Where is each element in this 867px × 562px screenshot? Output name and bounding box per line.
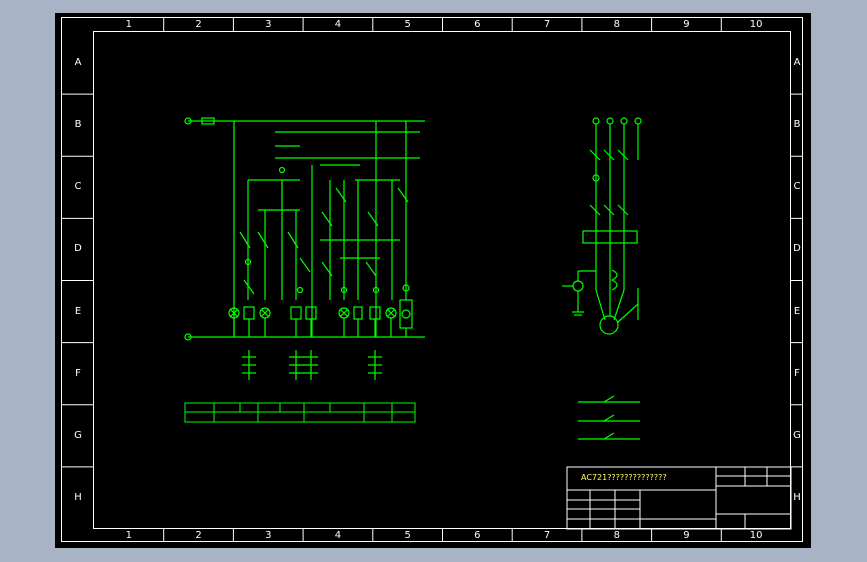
- row-label-left: D: [74, 243, 82, 255]
- column-label-bottom: 4: [334, 530, 342, 541]
- column-label-top: 7: [543, 19, 551, 30]
- row-label-right: F: [794, 367, 800, 379]
- row-label-left: E: [74, 305, 82, 317]
- column-label-bottom: 5: [404, 530, 411, 541]
- title-block: [566, 466, 792, 530]
- row-label-left: G: [74, 429, 82, 441]
- column-label-bottom: 6: [474, 530, 481, 541]
- function-table: [184, 402, 416, 423]
- column-label-bottom: 9: [683, 530, 690, 541]
- column-label-bottom: 3: [265, 530, 272, 541]
- row-label-right: E: [793, 305, 801, 317]
- power-circuit: [562, 117, 642, 440]
- column-label-bottom: 8: [613, 530, 620, 541]
- column-label-top: 2: [195, 19, 202, 30]
- column-label-top: 4: [334, 19, 342, 30]
- column-label-top: 1: [125, 19, 133, 30]
- column-label-bottom: 7: [543, 530, 551, 541]
- row-label-right: A: [793, 57, 801, 69]
- row-label-right: D: [793, 243, 801, 255]
- row-label-right: H: [793, 491, 801, 503]
- row-label-left: C: [74, 181, 82, 193]
- column-label-top: 10: [749, 19, 763, 30]
- row-label-right: G: [793, 429, 801, 441]
- row-label-left: B: [74, 119, 82, 131]
- outer-frame: [61, 17, 803, 542]
- column-label-top: 6: [474, 19, 481, 30]
- column-label-bottom: 1: [125, 530, 133, 541]
- row-label-left: H: [74, 491, 82, 503]
- column-label-top: 3: [265, 19, 272, 30]
- drawing-title: AC721??????????????: [581, 473, 667, 482]
- column-label-bottom: 2: [195, 530, 202, 541]
- row-label-left: F: [75, 367, 81, 379]
- column-label-top: 5: [404, 19, 411, 30]
- drawing-sheet: [55, 13, 811, 548]
- row-label-right: B: [793, 119, 801, 131]
- control-circuit: [184, 117, 425, 380]
- column-label-top: 9: [683, 19, 690, 30]
- frame-ticks: [61, 17, 803, 542]
- row-label-left: A: [74, 57, 82, 69]
- row-label-right: C: [793, 181, 801, 193]
- column-label-top: 8: [613, 19, 620, 30]
- column-label-bottom: 10: [749, 530, 763, 541]
